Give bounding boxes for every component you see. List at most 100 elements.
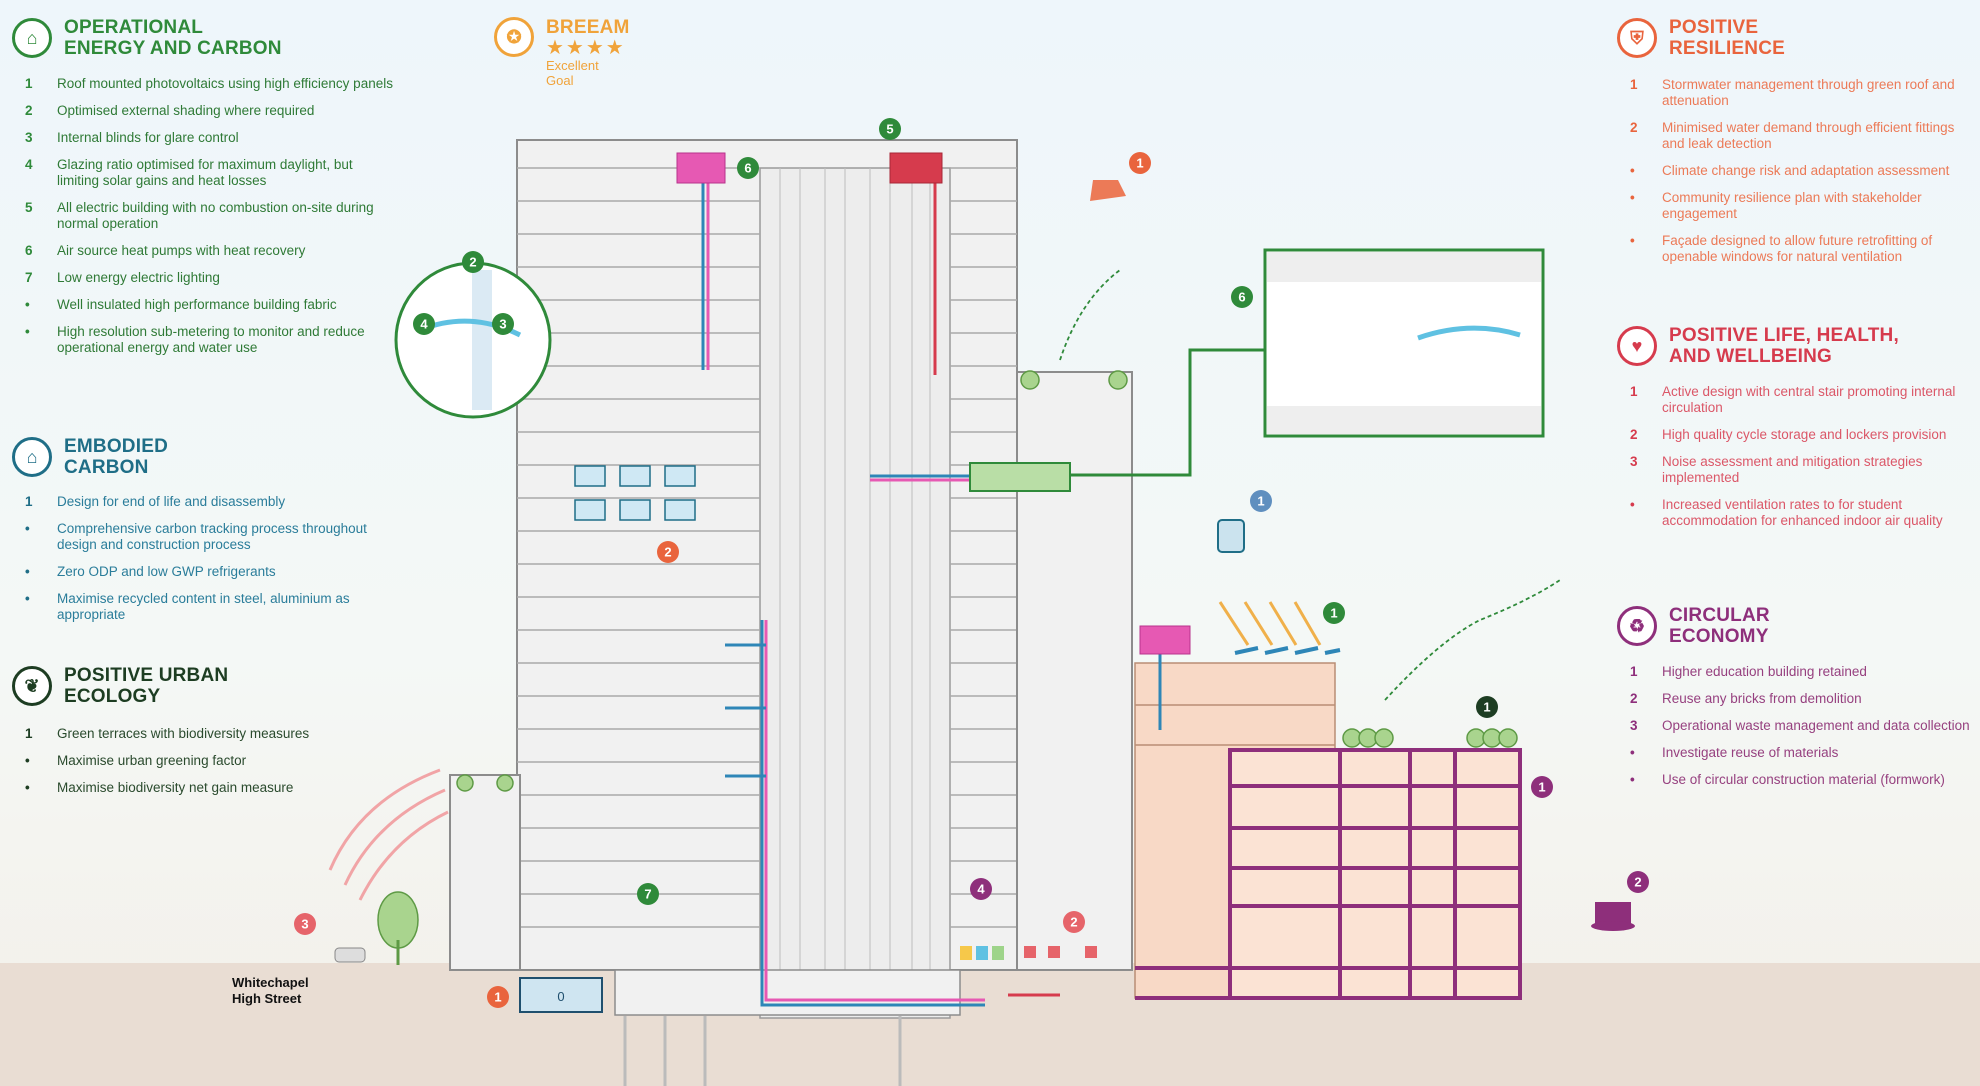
service-runs [701,178,1265,1007]
callout-marker: 5 [879,118,901,140]
item-number: • [25,521,30,536]
car-icon [334,947,366,963]
item-text: Reuse any bricks from demolition [1662,691,1862,706]
operational-energy-title: OPERATIONAL ENERGY AND CARBON [64,17,282,59]
basement [614,969,961,1016]
list-item: • Maximise recycled content in steel, alu… [25,591,395,623]
list-item: •Use of circular construction material (… [1630,772,1975,788]
street-label: Whitechapel High Street [232,975,309,1006]
item-text: Investigate reuse of materials [1662,745,1839,760]
callout-marker: 6 [1231,286,1253,308]
item-text: Higher education building retained [1662,664,1867,679]
item-number: 1 [1630,77,1638,92]
callout-marker: 2 [1063,911,1085,933]
item-number: • [1630,745,1635,760]
item-text: High quality cycle storage and lockers p… [1662,427,1947,442]
leaf-icon: ❦ [12,666,52,706]
positive-resilience-list: 1 Stormwater management through green roo… [1630,77,1975,276]
item-number: 3 [1630,718,1638,733]
shading-detail-bubble [394,261,552,419]
callout-number: 3 [499,317,506,332]
callout-marker: 2 [1627,871,1649,893]
breeam-rating: Excellent [546,58,599,73]
callout-marker: 1 [487,986,509,1008]
item-number: 1 [1630,664,1638,679]
item-text: Maximise recycled content in steel, alum… [57,591,350,622]
mvhr-unit [969,462,1071,492]
item-text: Climate change risk and adaptation asses… [1662,163,1950,178]
list-item: •Maximise biodiversity net gain measure [25,780,395,796]
callout-number: 1 [1136,156,1143,171]
list-item: •Comprehensive carbon tracking process t… [25,521,395,553]
urban-ecology-header: ❦ POSITIVE URBAN ECOLOGY [12,665,228,707]
heat-pump-unit [889,152,943,184]
callout-marker: 7 [637,883,659,905]
waste-bins-icon [960,946,1004,960]
embodied-carbon-title: EMBODIED CARBON [64,436,168,478]
item-number: 3 [1630,454,1638,469]
callout-number: 7 [644,887,651,902]
callout-number: 4 [977,882,985,897]
list-item: •Façade designed to allow future retrofi… [1630,233,1975,265]
item-number: 2 [1630,120,1638,135]
item-text: Active design with central stair promoti… [1662,384,1956,415]
callout-number: 5 [886,122,893,137]
item-text: Façade designed to allow future retrofit… [1662,233,1933,264]
item-number: • [1630,163,1635,178]
callout-marker: 1 [1476,696,1498,718]
item-text: Use of circular construction material (f… [1662,772,1945,787]
medal-icon: ✪ [494,17,534,57]
list-item: 1 Higher education building retained [1630,664,1975,680]
green-roofs [456,370,1518,792]
item-number: • [25,591,30,606]
callout-marker: 2 [657,541,679,563]
operational-energy-header: ⌂ OPERATIONAL ENERGY AND CARBON [12,17,282,59]
vines-icon [1059,269,1561,701]
footprint-icon [1090,180,1126,201]
urban-ecology-title: POSITIVE URBAN ECOLOGY [64,665,229,707]
recycle-icon: ♻ [1617,606,1657,646]
positive-resilience-title: POSITIVE RESILIENCE [1669,17,1786,59]
item-text: Glazing ratio optimised for maximum dayl… [57,157,353,188]
item-number: 1 [25,76,33,91]
east-wing [1016,371,1133,971]
breeam-title: BREEAM [546,17,630,38]
circular-economy-title: CIRCULAR ECONOMY [1669,605,1770,647]
callout-number: 2 [1634,875,1641,890]
podium [449,774,521,971]
retained-building [1134,662,1522,1000]
ventilation-detail-panel [1263,248,1545,438]
street-tree-icon [377,891,419,965]
item-number: • [1630,497,1635,512]
item-number: • [1630,190,1635,205]
item-text: Internal blinds for glare control [57,130,239,145]
callout-number: 1 [1257,494,1264,509]
list-item: •Maximise urban greening factor [25,753,395,769]
shield-icon: ⛨ [1617,18,1657,58]
callout-number: 1 [1538,780,1545,795]
heat-pump-unit [676,152,726,184]
item-number: • [25,324,30,339]
sun-rays-icon [1218,601,1322,646]
item-text: Increased ventilation rates to for stude… [1662,497,1943,528]
item-number: 6 [25,243,33,258]
callout-number: 4 [420,317,428,332]
car-icon: ⌂ [12,437,52,477]
item-text: Minimised water demand through efficient… [1662,120,1955,151]
callout-marker: 3 [492,313,514,335]
wellbeing-header: ♥ POSITIVE LIFE, HEALTH, AND WELLBEING [1617,325,1899,367]
item-text: Stormwater management through green roof… [1662,77,1955,108]
item-number: • [25,753,30,768]
callout-marker: 1 [1531,776,1553,798]
